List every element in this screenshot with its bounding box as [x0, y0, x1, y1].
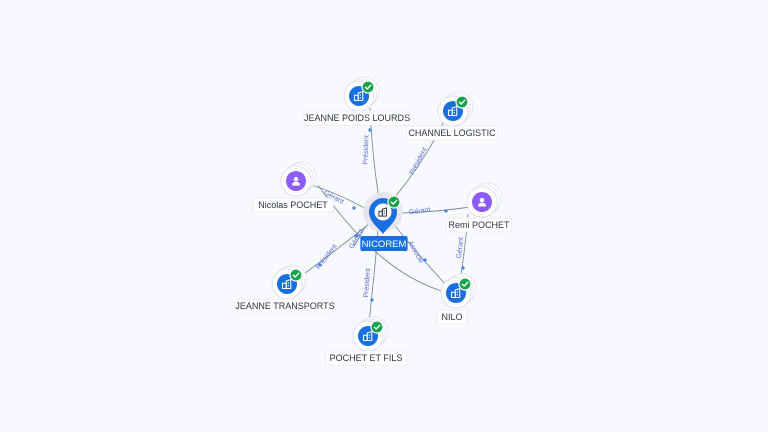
check-badge-icon: [455, 95, 469, 109]
edge-arrow-icon: [352, 206, 356, 210]
check-badge-icon: [361, 80, 375, 94]
node-nilo[interactable]: NILO: [436, 273, 477, 325]
node-label-box: [236, 298, 334, 314]
check-badge-icon: [387, 195, 401, 209]
node-label-box: [436, 309, 468, 325]
node-label-box: [406, 125, 498, 141]
nodes-layer: JEANNE POIDS LOURDS CHANNEL LOGISTIC Nicol…: [235, 76, 513, 366]
edge-remi-pochet-nicorem: Gérant: [399, 206, 471, 217]
edge-line: [353, 225, 367, 247]
node-label-box: [252, 197, 334, 213]
node-jeanne-transports[interactable]: JEANNE TRANSPORTS: [235, 264, 335, 314]
edge-label: Associé: [406, 240, 424, 265]
center-node[interactable]: NICOREM: [360, 192, 408, 251]
edge-label: Président: [363, 268, 372, 298]
check-badge-icon: [370, 320, 384, 334]
node-nicolas-pochet[interactable]: Nicolas POCHET: [252, 161, 334, 213]
edge-label: Gérant: [409, 207, 431, 217]
node-label-box: [303, 110, 411, 126]
edge-arrow-icon: [354, 234, 358, 238]
node-label: NILO: [441, 312, 462, 322]
edge-label: Président: [409, 147, 429, 176]
edge-arrow-icon: [318, 263, 322, 267]
check-badge-icon: [289, 268, 303, 282]
edge-arrow-icon: [444, 209, 448, 213]
node-label: JEANNE POIDS LOURDS: [304, 113, 410, 123]
node-label-box: [445, 217, 513, 233]
edge-arrow-icon: [423, 258, 427, 262]
node-label: CHANNEL LOGISTIC: [408, 128, 496, 138]
edge-arrow-icon: [370, 298, 374, 302]
node-label: Remi POCHET: [448, 220, 510, 230]
node-label-box: [325, 350, 407, 366]
node-label: Nicolas POCHET: [258, 200, 328, 210]
node-pochet-et-fils[interactable]: POCHET ET FILS: [325, 316, 407, 366]
node-label: POCHET ET FILS: [330, 353, 403, 363]
edge-label: Président: [362, 135, 370, 165]
center-label: NICOREM: [362, 239, 407, 250]
edge-arrow-icon: [461, 266, 465, 270]
node-jeanne-poids-lourds[interactable]: JEANNE POIDS LOURDS: [303, 76, 411, 126]
edge-label: Gérant: [456, 237, 465, 259]
edge-arrow-icon: [368, 128, 372, 132]
node-channel-logistic[interactable]: CHANNEL LOGISTIC: [406, 91, 498, 141]
edge-label: Président: [315, 243, 339, 271]
node-label: JEANNE TRANSPORTS: [235, 301, 334, 311]
node-remi-pochet[interactable]: Remi POCHET: [445, 182, 513, 233]
center-label-box: [360, 236, 408, 251]
check-badge-icon: [458, 277, 472, 291]
edge-line: [391, 221, 447, 286]
edge-nicorem-nilo: Associé: [391, 221, 447, 286]
edge-line: [399, 206, 471, 214]
